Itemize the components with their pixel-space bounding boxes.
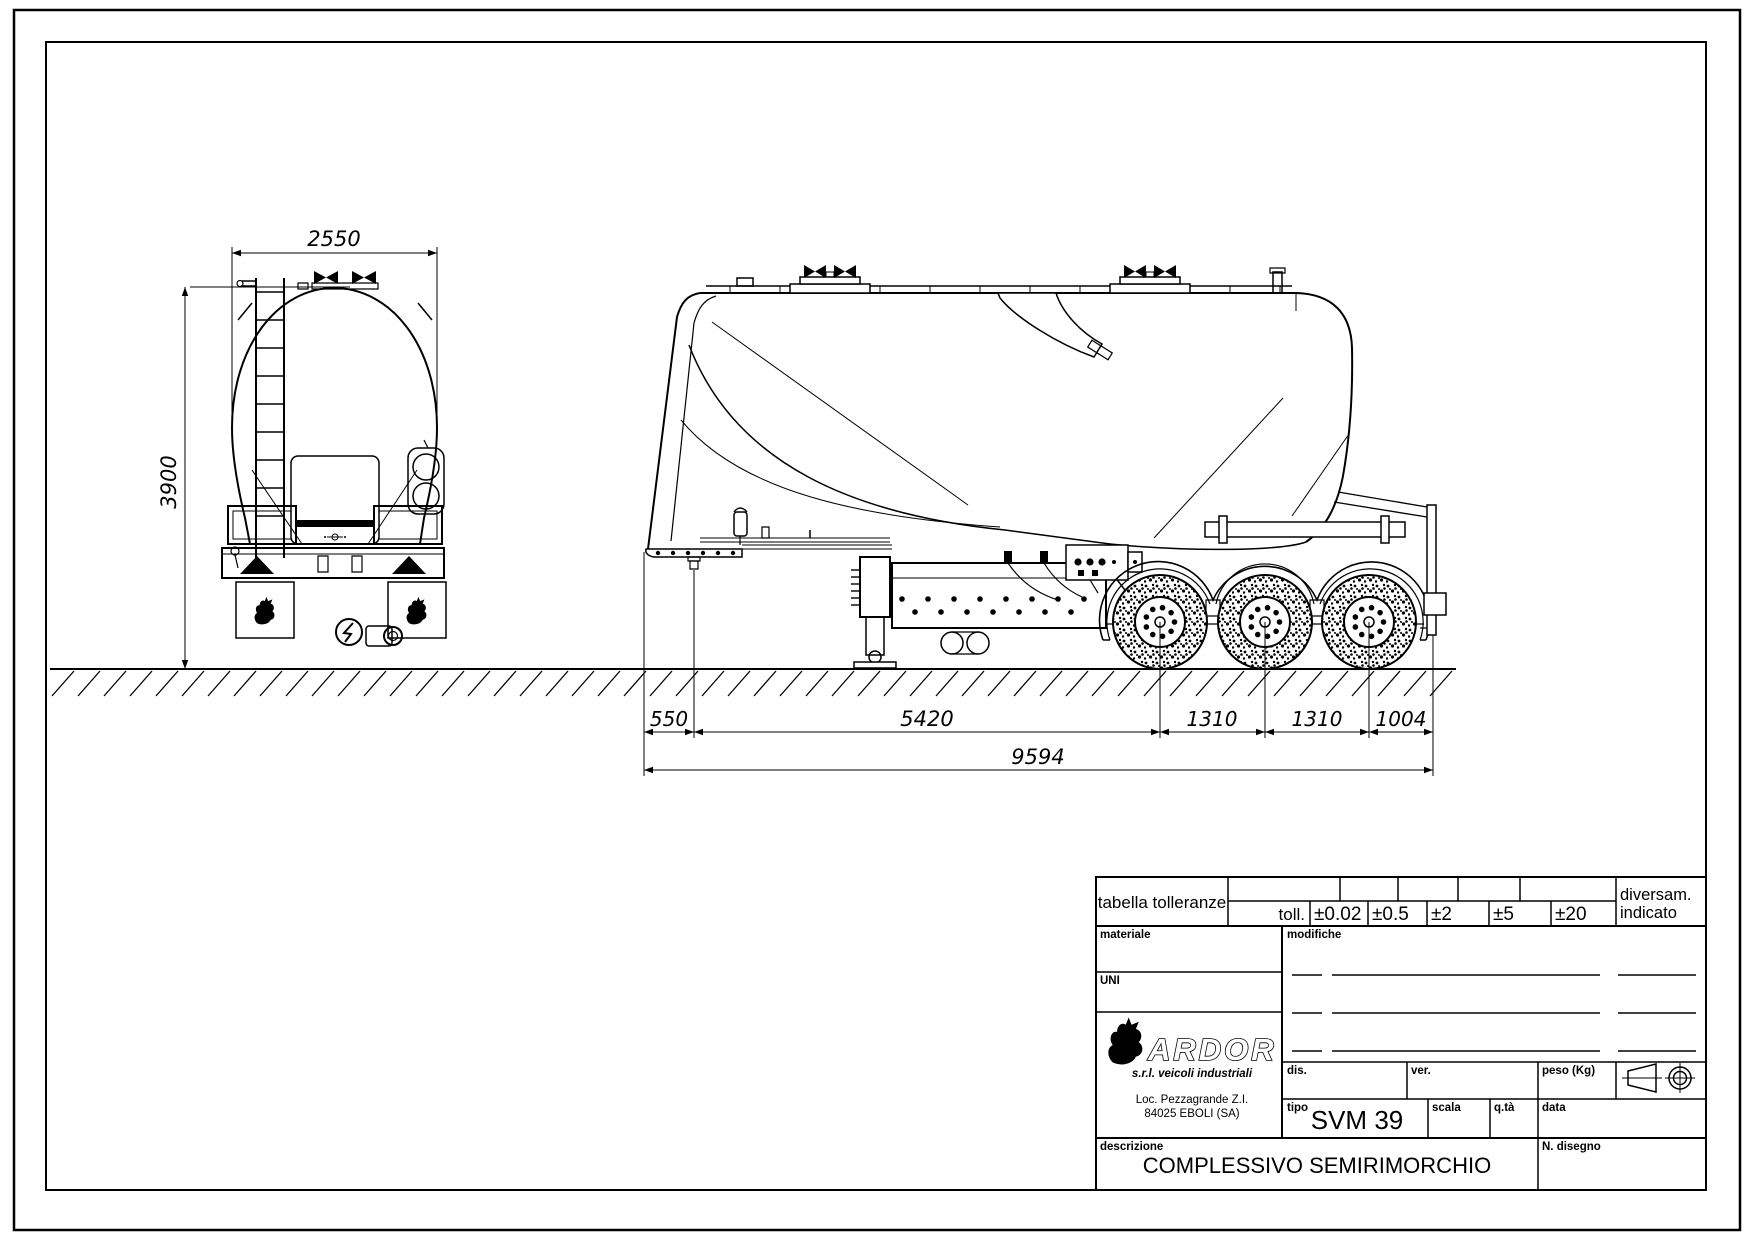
front-piping — [700, 508, 890, 545]
reflector-triangle-left — [240, 556, 274, 574]
rear-top-fittings — [238, 271, 432, 320]
fenders — [1100, 562, 1430, 640]
company-address-1: Loc. Pezzagrande Z.I. — [1136, 1094, 1249, 1106]
company-address-2: 84025 EBOLI (SA) — [1144, 1108, 1239, 1120]
tolerance-value-5: ±20 — [1555, 904, 1587, 925]
control-panel — [1066, 545, 1142, 580]
label-dis: dis. — [1287, 1065, 1307, 1077]
label-tipo: tipo — [1287, 1102, 1308, 1114]
reflector-triangle-right — [392, 556, 426, 574]
label-qta: q.tà — [1494, 1102, 1515, 1114]
description-value: COMPLESSIVO SEMIRIMORCHIO — [1143, 1153, 1491, 1178]
company-name: ARDOR — [1147, 1032, 1277, 1067]
discharge-pipe — [1205, 516, 1405, 543]
dim-axle-spacing-1: 1310 — [1187, 707, 1238, 731]
tolerance-value-1: ±0.02 — [1314, 904, 1361, 925]
diversam-line-2: indicato — [1620, 904, 1677, 922]
rear-lights — [408, 440, 444, 514]
rear-view — [222, 271, 446, 646]
ground-hatching — [52, 671, 1452, 696]
rear-chassis — [222, 506, 444, 578]
label-descrizione: descrizione — [1100, 1141, 1163, 1153]
tolerance-table-label: tabella tolleranze — [1098, 893, 1227, 912]
modifiche-lines — [1292, 975, 1696, 1051]
rear-bumper — [1420, 505, 1446, 635]
label-ver: ver. — [1411, 1065, 1431, 1077]
air-filter — [734, 512, 747, 536]
dim-rear-height: 3900 — [157, 455, 181, 508]
title-block — [1096, 877, 1706, 1190]
label-data: data — [1542, 1102, 1566, 1114]
company-logo: ARDOR s.r.l. veicoli industriali Loc. Pe… — [1108, 1017, 1277, 1120]
dim-overall-length: 9594 — [1011, 745, 1064, 769]
fill-duct — [998, 293, 1112, 360]
tolerance-value-3: ±2 — [1431, 904, 1452, 925]
label-materiale: materiale — [1100, 929, 1151, 941]
label-uni: UNI — [1100, 975, 1120, 987]
landing-gear-foot — [854, 662, 896, 668]
goat-logo-mudflap-right — [406, 596, 427, 625]
toll-label: toll. — [1279, 905, 1305, 924]
type-value: SVM 39 — [1311, 1105, 1404, 1135]
goat-logo-mudflap-left — [254, 596, 275, 625]
label-modifiche: modifiche — [1287, 929, 1341, 941]
dim-kingpin-axle: 5420 — [900, 707, 953, 731]
dim-rear-overhang: 1004 — [1376, 707, 1427, 731]
front-top-fitting — [737, 278, 753, 286]
diversam-line-1: diversam. — [1620, 886, 1692, 904]
ground-line — [50, 669, 1456, 696]
kingpin-plate — [646, 545, 892, 569]
tolerance-value-2: ±0.5 — [1372, 904, 1409, 925]
sheet-borders — [14, 10, 1740, 1230]
dimensions — [181, 247, 1433, 776]
rear-vent-pipe — [1270, 268, 1285, 293]
dimension-texts: 2550 3900 550 5420 1310 1310 1004 9594 — [157, 227, 1426, 769]
label-n-disegno: N. disegno — [1542, 1141, 1601, 1153]
rear-mudflaps — [236, 582, 446, 638]
projection-symbol — [1622, 1063, 1695, 1093]
tolerance-value-4: ±5 — [1493, 904, 1514, 925]
side-view — [646, 265, 1446, 669]
dim-axle-spacing-2: 1310 — [1292, 707, 1343, 731]
air-coupling — [366, 626, 402, 646]
panel-center-mark — [324, 534, 346, 540]
dim-front-overhang: 550 — [650, 707, 688, 731]
dim-rear-width: 2550 — [307, 227, 360, 251]
label-scala: scala — [1432, 1102, 1461, 1114]
manhole-rear — [1110, 265, 1190, 293]
label-peso: peso (Kg) — [1542, 1065, 1595, 1077]
manhole-front — [790, 265, 870, 293]
electrical-socket — [336, 619, 362, 645]
company-subtitle: s.r.l. veicoli industriali — [1132, 1068, 1253, 1080]
title-block-texts: tabella tolleranze toll. ±0.02 ±0.5 ±2 ±… — [1098, 886, 1692, 1178]
